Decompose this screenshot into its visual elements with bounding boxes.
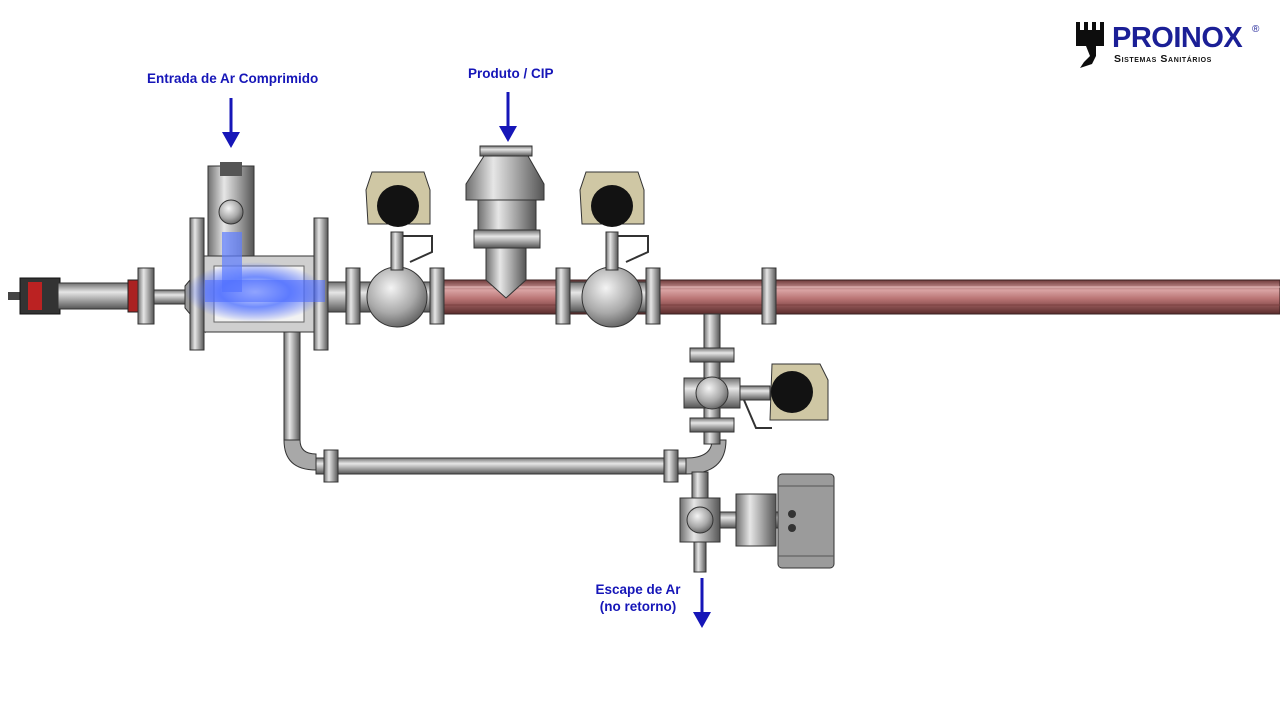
proinox-logo: PROINOX ® Sistemas Sanitários xyxy=(1072,20,1272,72)
product-inlet xyxy=(465,145,545,299)
logo-figure-icon xyxy=(1076,22,1104,68)
arrow-air-inlet xyxy=(222,98,240,148)
pipe-flanges xyxy=(555,267,777,325)
label-air-exhaust-line1: Escape de Ar xyxy=(595,582,681,597)
coupling-left xyxy=(327,267,361,325)
air-chamber xyxy=(185,162,329,351)
arrow-air-exhaust xyxy=(693,578,711,628)
arrow-product-cip xyxy=(499,92,517,142)
pneumatic-cylinder xyxy=(8,260,206,334)
logo-brand: PROINOX xyxy=(1112,22,1243,54)
label-air-exhaust-line2: (no retorno) xyxy=(599,599,677,614)
logo-registered: ® xyxy=(1252,24,1260,35)
ball-valve-1 xyxy=(359,171,445,328)
ball-valve-2 xyxy=(569,171,649,328)
label-air-inlet: Entrada de Ar Comprimido xyxy=(147,71,319,86)
label-air-exhaust: Escape de Ar (no retorno) xyxy=(588,581,688,615)
logo-tagline: Sistemas Sanitários xyxy=(1114,53,1212,65)
valve-3 xyxy=(683,363,829,429)
return-loop-pipe xyxy=(283,331,727,483)
exhaust-valve xyxy=(679,471,835,573)
label-product-cip: Produto / CIP xyxy=(468,66,554,81)
